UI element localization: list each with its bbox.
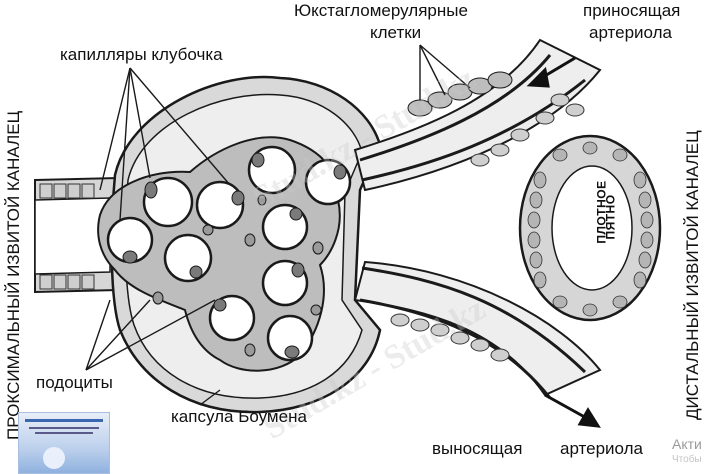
- label-juxtaglomerular-line1: Юкстагломерулярные: [294, 1, 468, 20]
- capillary-loops: [106, 145, 352, 362]
- efferent-arteriole: [353, 260, 602, 399]
- podocytes: [152, 194, 324, 357]
- label-afferent-line1: приносящая: [583, 1, 681, 20]
- flow-arrows: [526, 56, 601, 428]
- label-capillaries: капилляры клубочка: [60, 45, 223, 64]
- pointer-lines: [85, 44, 471, 406]
- juxtaglomerular-cells: [407, 71, 513, 117]
- label-afferent-line2: артериола: [589, 23, 672, 42]
- label-macula-line2: ПЯТНО: [603, 194, 618, 240]
- proximal-tubule: [34, 176, 119, 294]
- activation-notice-sub: Чтобы: [672, 454, 702, 465]
- label-podocytes: подоциты: [36, 373, 113, 392]
- label-efferent-word1: выносящая: [432, 439, 523, 458]
- label-proximal-tubule: ПРОКСИМАЛЬНЫЙ ИЗВИТОЙ КАНАЛЕЦ: [4, 110, 23, 440]
- book-thumbnail[interactable]: [18, 412, 110, 474]
- label-efferent-word2: артериола: [560, 439, 643, 458]
- activation-notice: Акти: [672, 436, 702, 452]
- label-bowman-capsule: капсула Боумена: [171, 407, 307, 426]
- distal-tubule: [518, 134, 662, 322]
- label-juxtaglomerular-line2: клетки: [370, 23, 422, 42]
- label-distal-tubule: ДИСТАЛЬНЫЙ ИЗВИТОЙ КАНАЛЕЦ: [683, 130, 702, 420]
